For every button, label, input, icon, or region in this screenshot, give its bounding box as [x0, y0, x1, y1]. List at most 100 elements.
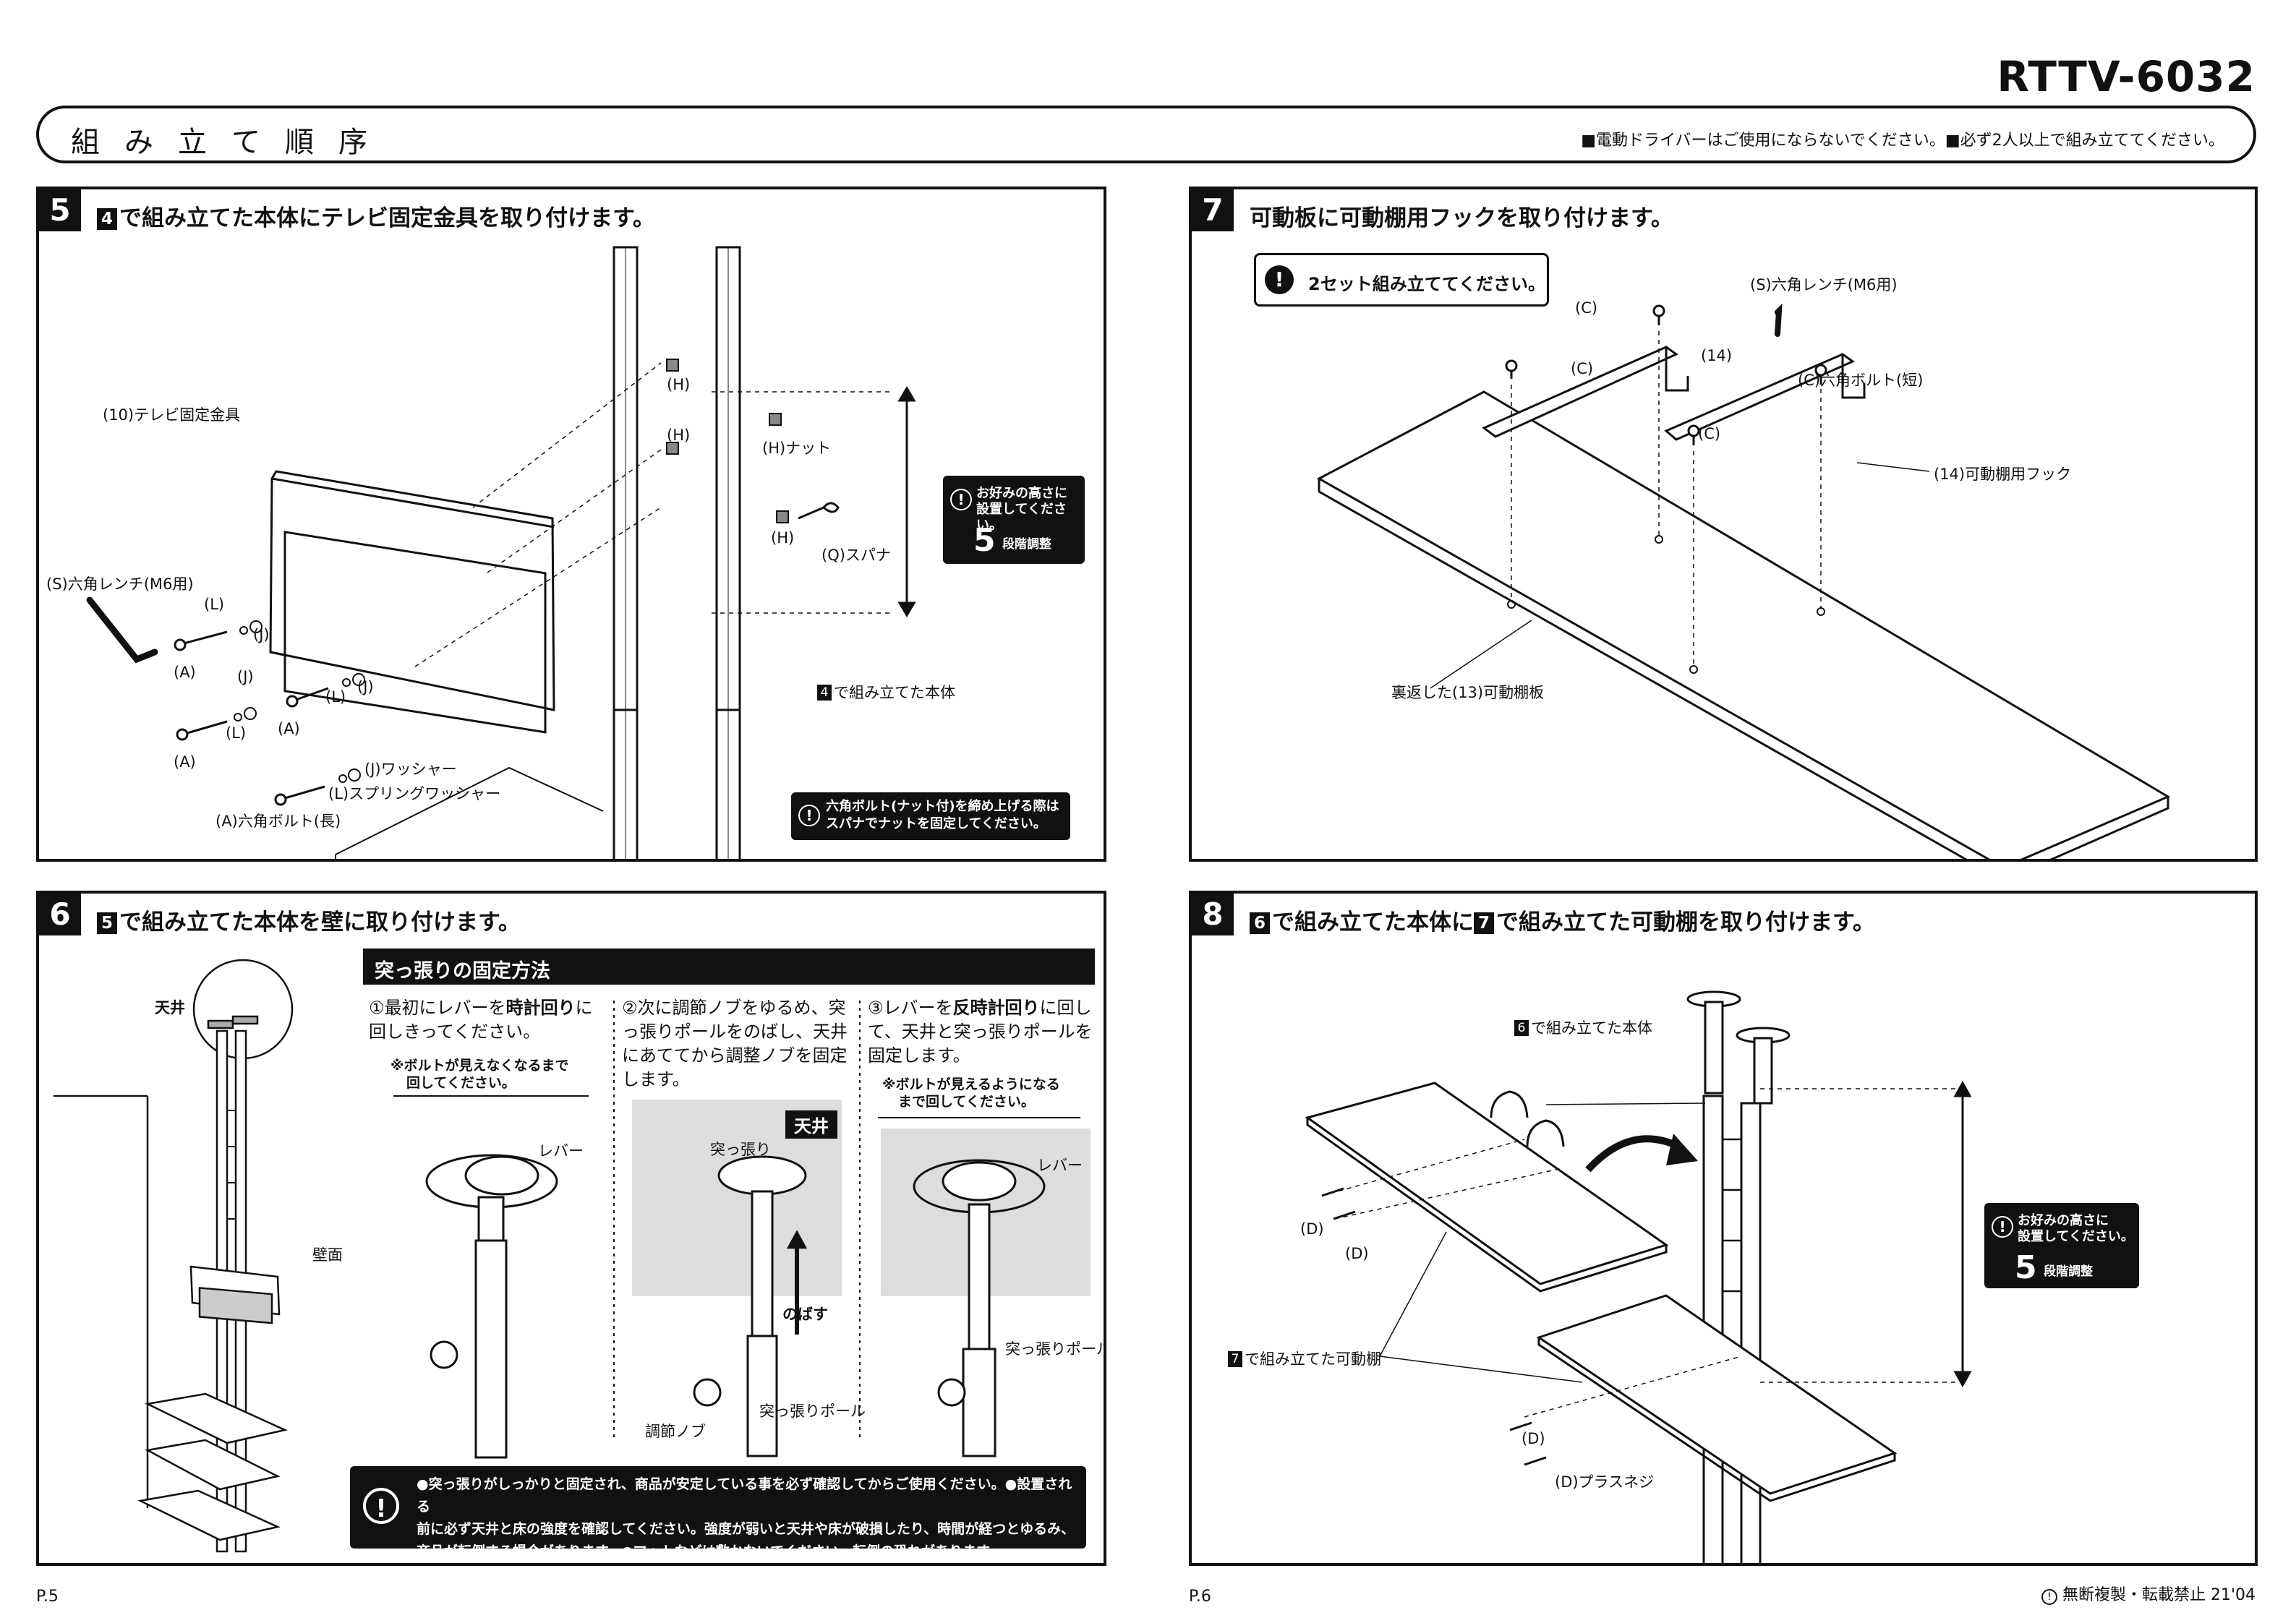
label-ceiling: 天井: [155, 999, 185, 1016]
info-icon: !: [950, 489, 972, 510]
height-steps-suffix: 段階調整: [1002, 537, 1051, 552]
step8-illustration: [1305, 990, 1972, 1563]
step5-title-text: で組み立てた本体にテレビ固定金具を取り付けます。: [119, 205, 655, 231]
label-shelf-ref: 7: [1228, 1351, 1242, 1367]
label-plus-screw: (D)プラスネジ: [1555, 1473, 1655, 1491]
label-c-short-bolt: (C)六角ボルト(短): [1798, 372, 1924, 389]
label-body-ref: 4: [817, 685, 832, 701]
method-step-3-note: ※ボルトが見えるようになるまで回してください。: [882, 1076, 1060, 1110]
label-shelf-board: 裏返した(13)可動棚板: [1391, 684, 1545, 701]
ceiling-tag: 天井: [785, 1110, 837, 1139]
method-step-3: ③レバーを反時計回りに回して、天井と突っ張りポールを固定します。: [868, 998, 1093, 1066]
height-steps-number: 5: [973, 522, 996, 559]
label-d1: (D): [1300, 1220, 1324, 1238]
exclamation-icon: !: [1265, 265, 1294, 294]
label-nut: (H)ナット: [762, 440, 832, 457]
label-lever-1: レバー: [538, 1142, 584, 1160]
step6-illustration: [54, 959, 1091, 1553]
label-d3: (D): [1522, 1430, 1545, 1447]
label-tv-bracket: (10)テレビ固定金具: [103, 406, 241, 424]
step8-ref-badge-1: 6: [1250, 912, 1270, 934]
height-text1: お好みの高さに: [2018, 1213, 2109, 1228]
page-number-left: P.5: [36, 1588, 59, 1606]
height-text2: 設置してください。: [2018, 1229, 2134, 1244]
label-pole-2: 突っ張りポール: [759, 1403, 866, 1420]
label-spring-washer: (L)スプリングワッシャー: [328, 785, 501, 802]
label-a3: (A): [174, 753, 196, 771]
label-h3: (H): [771, 529, 795, 547]
step5-warning-line1: 六角ボルト(ナット付)を締め上げる際は: [826, 799, 1059, 814]
label-l1: (L): [204, 596, 225, 613]
label-lever-3: レバー: [1037, 1157, 1083, 1174]
label-14: (14): [1701, 347, 1733, 364]
label-c1: (C): [1575, 299, 1598, 317]
step6-warning: ! ●突っ張りがしっかりと固定され、商品が安定している事を必ず確認してからご使用…: [350, 1466, 1086, 1559]
label-h1: (H): [667, 376, 691, 393]
label-tsuppari: 突っ張り: [710, 1141, 771, 1158]
label-j2: (J): [237, 668, 254, 685]
step7-number: 7: [1192, 189, 1234, 231]
label-a1: (A): [174, 664, 196, 681]
height-text1: お好みの高さに: [976, 486, 1067, 501]
copyright: ! 無断複製・転載禁止 21'04: [2041, 1582, 2256, 1605]
label-shelf-hook: (14)可動棚用フック: [1934, 466, 2072, 483]
info-icon: !: [1992, 1216, 2013, 1238]
step8-ref-badge-2: 7: [1474, 912, 1494, 934]
section-header: 組み立て順序 ■電動ドライバーはご使用にならないでください。■必ず2人以上で組み…: [36, 106, 2256, 163]
label-j3: (J): [357, 678, 374, 695]
label-h2: (H): [667, 427, 691, 444]
section-title: 組み立て順序: [71, 126, 392, 159]
height-adjust-box: ! お好みの高さに設置してください。 5 段階調整: [1984, 1203, 2139, 1288]
page-number-right: P.6: [1189, 1588, 1211, 1606]
label-knob: 調節ノブ: [645, 1423, 706, 1440]
label-a2: (A): [278, 720, 300, 737]
step5-ref-badge: 4: [97, 208, 117, 230]
label-l3: (L): [226, 724, 247, 742]
step7-title: 可動板に可動棚用フックを取り付けます。: [1250, 205, 1673, 231]
label-shelf-text: で組み立てた可動棚: [1245, 1350, 1381, 1368]
height-text2: 設置してください。: [976, 502, 1067, 533]
step8-number: 8: [1192, 894, 1234, 935]
label-hex-bolt-long: (A)六角ボルト(長): [215, 813, 341, 830]
method-step-1: ①最初にレバーを時計回りに回しきってください。: [369, 998, 593, 1042]
label-spanner: (Q)スパナ: [821, 547, 891, 564]
label-c3: (C): [1698, 425, 1721, 442]
step6-warning-line2: 前に必ず天井と床の強度を確認してください。強度が弱いと天井や床が破損したり、時間…: [417, 1521, 1075, 1537]
warning-icon: !: [363, 1488, 399, 1524]
label-l2: (L): [325, 688, 346, 706]
step5-warning: ! 六角ボルト(ナット付)を締め上げる際は スパナでナットを固定してください。: [791, 792, 1070, 840]
label-pole-3: 突っ張りポール: [1005, 1340, 1106, 1358]
step5-number: 5: [39, 189, 81, 231]
label-body-text: で組み立てた本体: [1531, 1019, 1652, 1037]
step6-number: 6: [39, 894, 81, 935]
method-title-bar: 突っ張りの固定方法: [363, 948, 1095, 985]
step7-panel: 7 可動板に可動棚用フックを取り付けます。 ! 2セット組み立ててください。: [1189, 187, 2258, 862]
label-c2: (C): [1571, 360, 1594, 377]
label-body-ref: 6: [1514, 1020, 1529, 1036]
step7-note-text: 2セット組み立ててください。: [1308, 274, 1545, 294]
step6-ref-badge: 5: [97, 912, 117, 934]
step7-illustration: [1316, 303, 2171, 859]
warning-icon: !: [798, 805, 820, 826]
label-body-text: で組み立てた本体: [834, 684, 955, 701]
model-number: RTTV-6032: [1997, 52, 2256, 101]
step6-warning-line1: ●突っ張りがしっかりと固定され、商品が安定している事を必ず確認してからご使用くだ…: [417, 1476, 1072, 1515]
method-title: 突っ張りの固定方法: [375, 960, 550, 982]
step6-warning-line3: 商品が転倒する場合があります。●マットなどは敷かないでください。転倒の恐れがあり…: [417, 1543, 1003, 1559]
method-step-1-note: ※ボルトが見えなくなるまで回してください。: [391, 1058, 569, 1091]
label-hex-wrench: (S)六角レンチ(M6用): [46, 575, 194, 593]
step5-warning-line2: スパナでナットを固定してください。: [826, 816, 1046, 831]
label-d2: (D): [1345, 1245, 1369, 1262]
label-hex-wrench: (S)六角レンチ(M6用): [1750, 276, 1898, 294]
step5-illustration: [86, 246, 916, 859]
label-washer: (J)ワッシャー: [364, 761, 457, 778]
label-j1: (J): [253, 626, 270, 643]
